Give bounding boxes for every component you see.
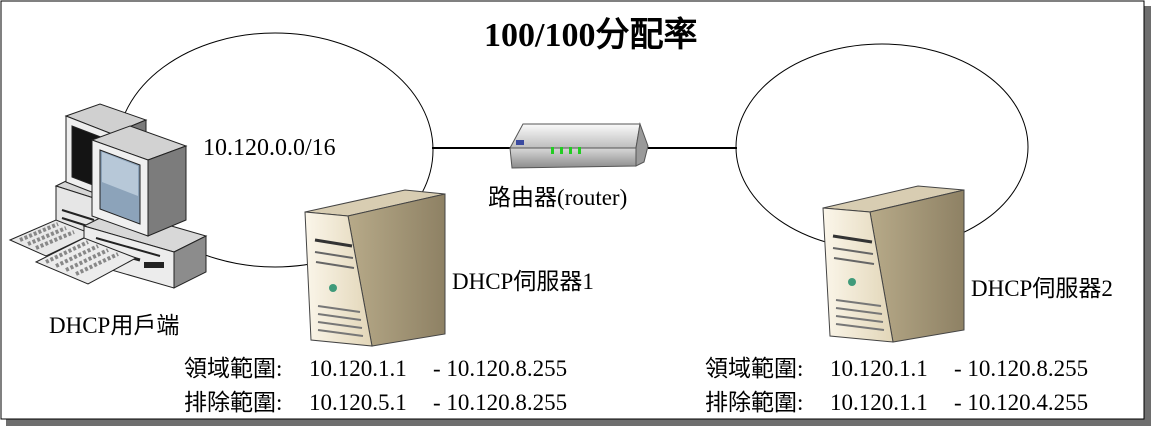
server1-scope-row: 領域範圍: 10.120.1.1 - 10.120.8.255 — [184, 357, 567, 380]
server2-exclusion-row: 排除範圍: 10.120.1.1 - 10.120.4.255 — [705, 391, 1088, 414]
range-end: - 10.120.8.255 — [433, 356, 568, 381]
router-label: 路由器(router) — [488, 185, 628, 210]
server2-icon — [822, 185, 965, 343]
scope-label: 領域範圍: — [705, 356, 804, 381]
server2-label: DHCP伺服器2 — [971, 276, 1113, 301]
network-label: 10.120.0.0/16 — [203, 135, 336, 161]
range-start: 10.120.1.1 — [830, 390, 928, 415]
range-start: 10.120.1.1 — [309, 356, 407, 381]
router-icon — [509, 122, 649, 169]
client-computer-icon — [8, 103, 208, 289]
client-label: DHCP用戶端 — [49, 313, 180, 338]
scope-label: 領域範圍: — [184, 356, 283, 381]
server2-scope-row: 領域範圍: 10.120.1.1 - 10.120.8.255 — [705, 357, 1088, 380]
range-end: - 10.120.8.255 — [954, 356, 1089, 381]
exclusion-label: 排除範圍: — [705, 390, 804, 415]
server1-exclusion-row: 排除範圍: 10.120.5.1 - 10.120.8.255 — [184, 391, 567, 414]
range-end: - 10.120.8.255 — [433, 390, 568, 415]
diagram-title: 100/100分配率 — [484, 17, 698, 54]
exclusion-label: 排除範圍: — [184, 390, 283, 415]
server1-icon — [304, 189, 446, 347]
range-start: 10.120.1.1 — [830, 356, 928, 381]
server1-label: DHCP伺服器1 — [452, 269, 594, 294]
range-start: 10.120.5.1 — [309, 390, 407, 415]
range-end: - 10.120.4.255 — [954, 390, 1089, 415]
